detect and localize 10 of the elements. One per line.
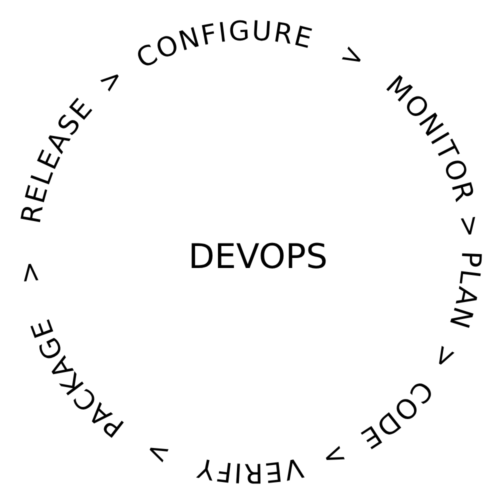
separator-symbol: > xyxy=(452,213,486,241)
center-title: DEVOPS xyxy=(188,237,328,277)
separator-symbol: > xyxy=(316,437,350,476)
separator-symbol: > xyxy=(14,258,47,286)
stage-label: CONFIGURE xyxy=(132,16,317,76)
stage-label: VERIFY xyxy=(194,451,306,488)
separator-symbol: > xyxy=(140,432,175,472)
separator-symbol: > xyxy=(424,339,464,376)
separator-symbol: > xyxy=(92,60,132,100)
separator-symbol: > xyxy=(335,38,372,77)
